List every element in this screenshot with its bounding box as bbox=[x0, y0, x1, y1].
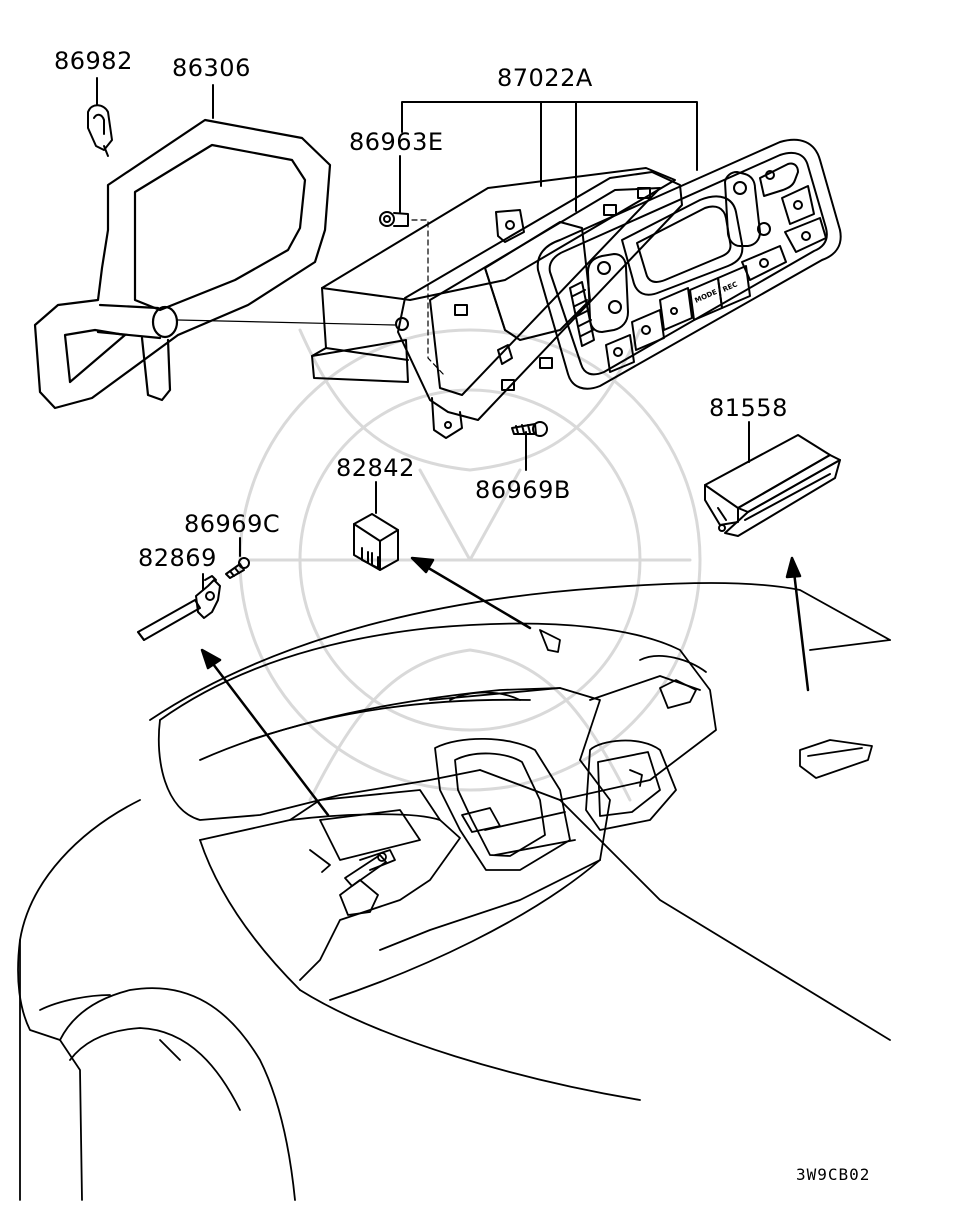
label-86306: 86306 bbox=[172, 54, 251, 82]
watermark-emblem bbox=[238, 328, 702, 802]
car-body-outline bbox=[17, 799, 296, 1201]
screw-86969c bbox=[225, 557, 250, 579]
screw-86963e bbox=[379, 211, 446, 377]
label-82869: 82869 bbox=[138, 544, 217, 572]
sensor-82869 bbox=[137, 575, 221, 641]
label-81558: 81558 bbox=[709, 394, 788, 422]
climate-control-panel: MODE REC bbox=[536, 138, 842, 390]
mounting-plate bbox=[395, 171, 683, 439]
sensor-grille-81558 bbox=[704, 434, 841, 537]
mode-button-label: MODE bbox=[694, 288, 719, 305]
label-86969c: 86969C bbox=[184, 510, 281, 538]
assembly-arrows bbox=[200, 556, 810, 817]
air-duct-86306 bbox=[33, 118, 396, 410]
rec-button-label: REC bbox=[722, 280, 739, 294]
leader-lines bbox=[96, 77, 750, 591]
screw-86969b bbox=[511, 421, 548, 437]
label-86982: 86982 bbox=[54, 47, 133, 75]
label-87022a: 87022A bbox=[497, 64, 593, 92]
label-86963e: 86963E bbox=[349, 128, 444, 156]
clip-86982 bbox=[87, 104, 113, 157]
relay-82842 bbox=[353, 513, 399, 571]
dashboard-outline bbox=[149, 582, 891, 1101]
figure-code: 3W9CB02 bbox=[796, 1165, 871, 1184]
label-86969b: 86969B bbox=[475, 476, 571, 504]
control-unit-housing bbox=[311, 167, 676, 383]
label-82842: 82842 bbox=[336, 454, 415, 482]
